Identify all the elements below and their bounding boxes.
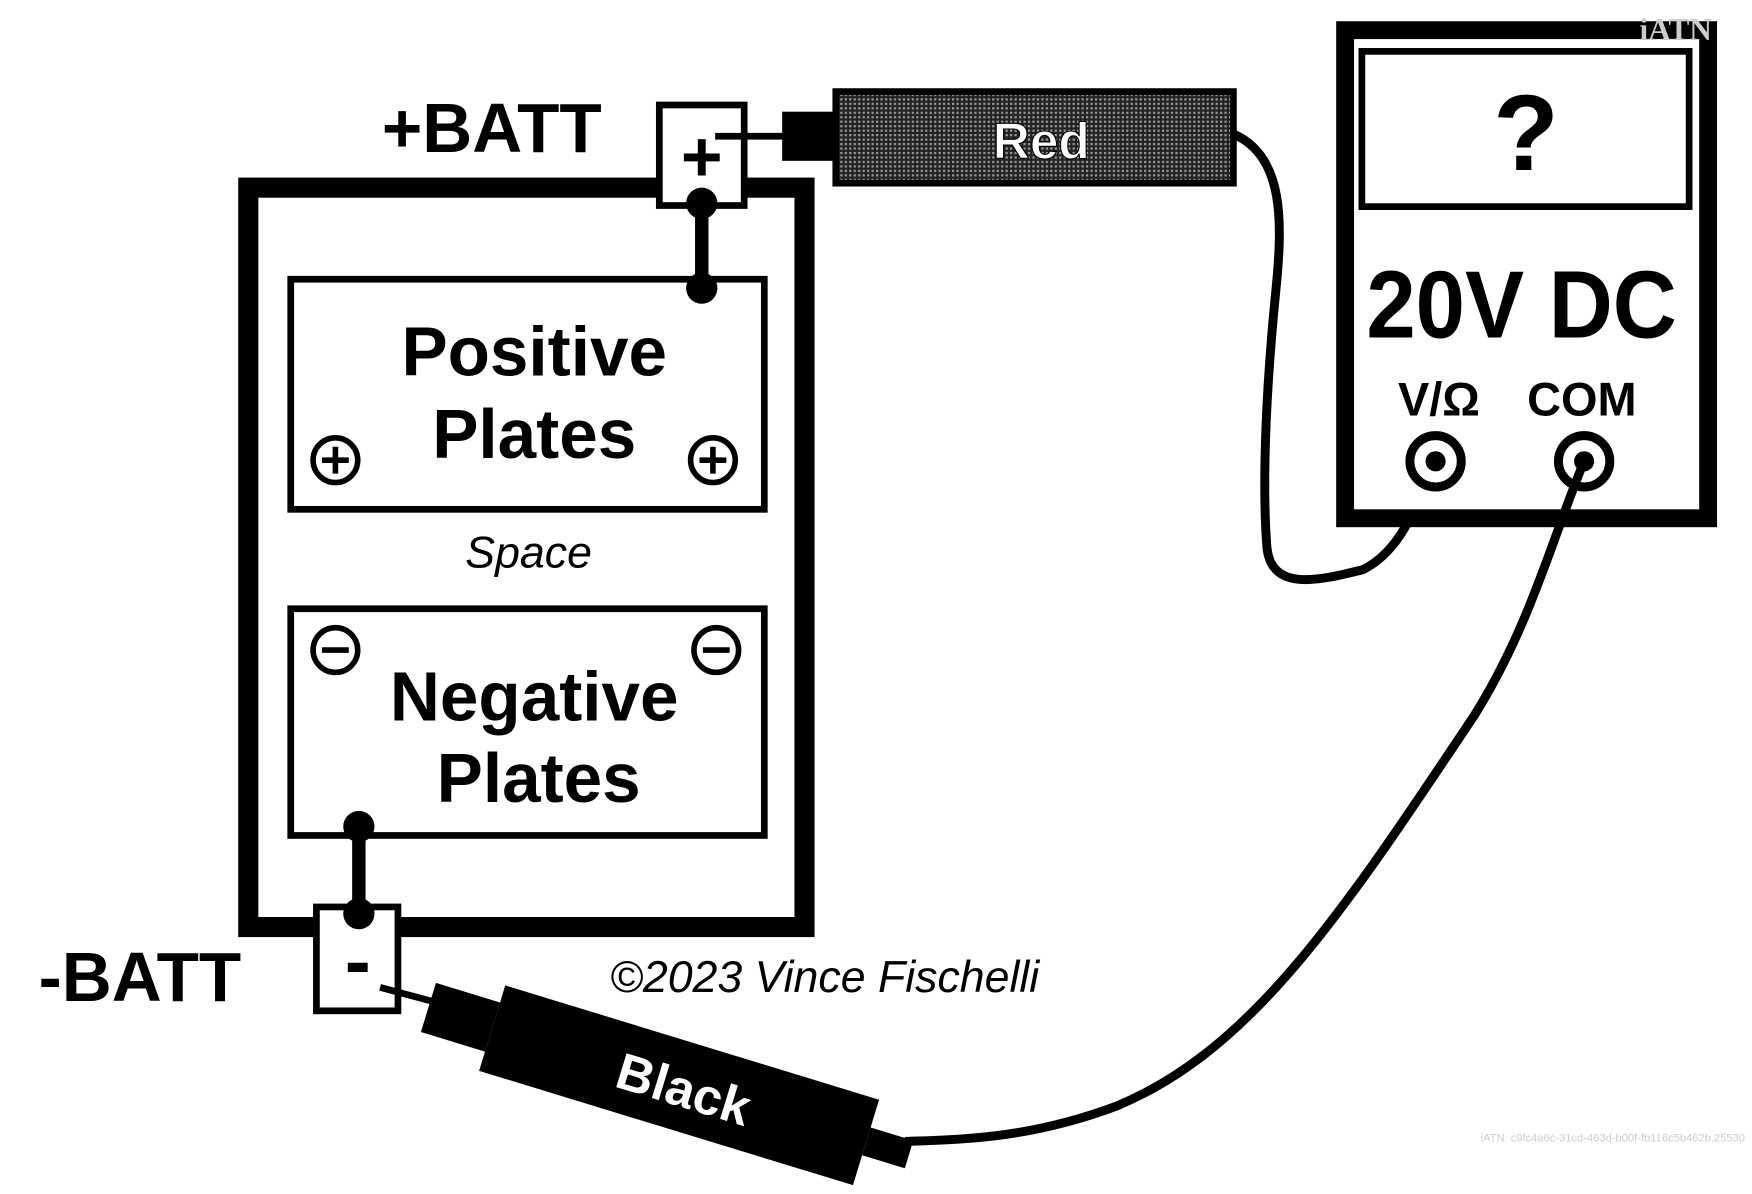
- watermark-logo: iATN: [1640, 12, 1713, 47]
- minus-circle-icon: [691, 624, 742, 676]
- plus-circle-icon: [687, 435, 739, 486]
- negative-plates: Negative Plates: [287, 605, 768, 839]
- meter-range: 20V DC: [1366, 251, 1677, 358]
- red-probe: Red: [715, 88, 1237, 187]
- positive-plates: Positive Plates: [287, 275, 768, 513]
- multimeter: ? 20V DC V/Ω COM: [1336, 21, 1718, 528]
- jack-v[interactable]: [1405, 431, 1466, 492]
- red-probe-label: Red: [993, 112, 1090, 170]
- minus-circle-icon: [310, 624, 361, 676]
- positive-terminal: +: [655, 101, 748, 304]
- positive-plates-line2: Plates: [432, 395, 636, 473]
- jack-com-label: COM: [1527, 373, 1636, 425]
- meter-reading: ?: [1493, 73, 1559, 193]
- meter-display: [1358, 48, 1693, 210]
- negative-plates-line1: Negative: [390, 657, 679, 735]
- copyright: ©2023 Vince Fischelli: [610, 953, 1040, 1002]
- pos-batt-label: +BATT: [382, 89, 602, 167]
- minus-sign: -: [345, 916, 371, 1004]
- battery-case: [238, 177, 815, 938]
- jack-v-label: V/Ω: [1398, 373, 1480, 425]
- neg-batt-label: -BATT: [39, 938, 242, 1016]
- footer-id: iATN: c9fc4a6c-31cd-463d-b00f-fb116c5b46…: [1481, 1133, 1745, 1145]
- negative-terminal: -: [313, 810, 402, 1015]
- plus-sign: +: [681, 117, 723, 197]
- plus-circle-icon: [310, 435, 361, 486]
- positive-plates-line1: Positive: [401, 312, 667, 390]
- black-wire: [904, 459, 1589, 1146]
- black-probe: Black: [420, 982, 914, 1186]
- space-label: Space: [465, 528, 592, 577]
- red-wire: [1231, 129, 1440, 585]
- negative-plates-line2: Plates: [437, 739, 641, 817]
